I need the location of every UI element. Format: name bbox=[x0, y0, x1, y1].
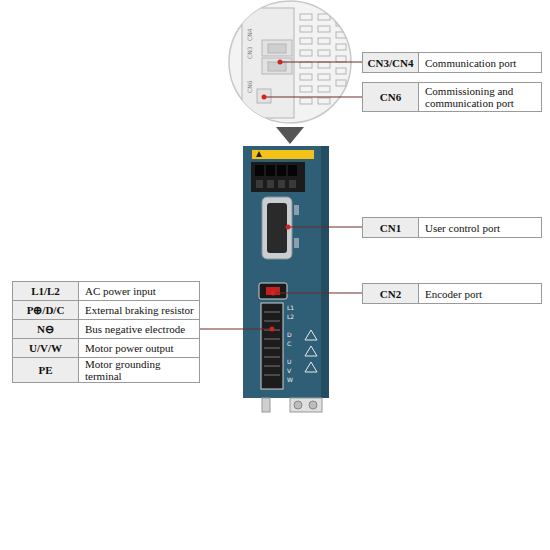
callout-box: CN2Encoder port bbox=[362, 283, 542, 304]
callout-box: PEMotor grounding terminal bbox=[12, 357, 200, 383]
callout-box: N⊖Bus negative electrode bbox=[12, 319, 200, 339]
callout-box: L1/L2AC power input bbox=[12, 281, 200, 301]
port-label: CN4 bbox=[246, 29, 253, 42]
terminal-description: Motor power output bbox=[79, 339, 199, 357]
terminal-label: U bbox=[287, 358, 291, 365]
terminal-label: W bbox=[287, 376, 293, 383]
callout-box: CN6Commissioning and communication port bbox=[362, 82, 542, 112]
terminal-name: PE bbox=[13, 358, 79, 382]
terminal-description: User control port bbox=[419, 218, 541, 237]
zoom-view bbox=[229, 1, 351, 144]
port-label: CN3 bbox=[246, 47, 253, 60]
callout-box: U/V/WMotor power output bbox=[12, 338, 200, 358]
terminal-description: AC power input bbox=[79, 282, 199, 300]
terminal-label: C bbox=[287, 340, 291, 347]
callout-box: CN3/CN4Communication port bbox=[362, 52, 542, 73]
terminal-name: U/V/W bbox=[13, 339, 79, 357]
terminal-label: V bbox=[287, 367, 291, 374]
leader-lines bbox=[200, 62, 362, 329]
terminal-description: Bus negative electrode bbox=[79, 320, 199, 338]
servo-drive bbox=[243, 146, 329, 412]
terminal-description: Communication port bbox=[419, 53, 541, 72]
terminal-label: L1 bbox=[287, 304, 294, 311]
terminal-label: L2 bbox=[287, 313, 294, 320]
terminal-description: Commissioning and communication port bbox=[419, 83, 541, 111]
terminal-name: L1/L2 bbox=[13, 282, 79, 300]
terminal-name: CN1 bbox=[363, 218, 419, 237]
terminal-name: CN3/CN4 bbox=[363, 53, 419, 72]
terminal-description: Motor grounding terminal bbox=[79, 358, 199, 382]
callout-box: P⊕/D/CExternal braking resistor bbox=[12, 300, 200, 320]
terminal-name: N⊖ bbox=[13, 320, 79, 338]
terminal-name: CN6 bbox=[363, 83, 419, 111]
callout-dots bbox=[262, 60, 291, 332]
terminal-label: D bbox=[287, 331, 292, 338]
callout-box: CN1User control port bbox=[362, 217, 542, 238]
terminal-description: Encoder port bbox=[419, 284, 541, 303]
terminal-description: External braking resistor bbox=[79, 301, 199, 319]
terminal-name: CN2 bbox=[363, 284, 419, 303]
port-label: CN6 bbox=[246, 81, 253, 94]
terminal-name: P⊕/D/C bbox=[13, 301, 79, 319]
